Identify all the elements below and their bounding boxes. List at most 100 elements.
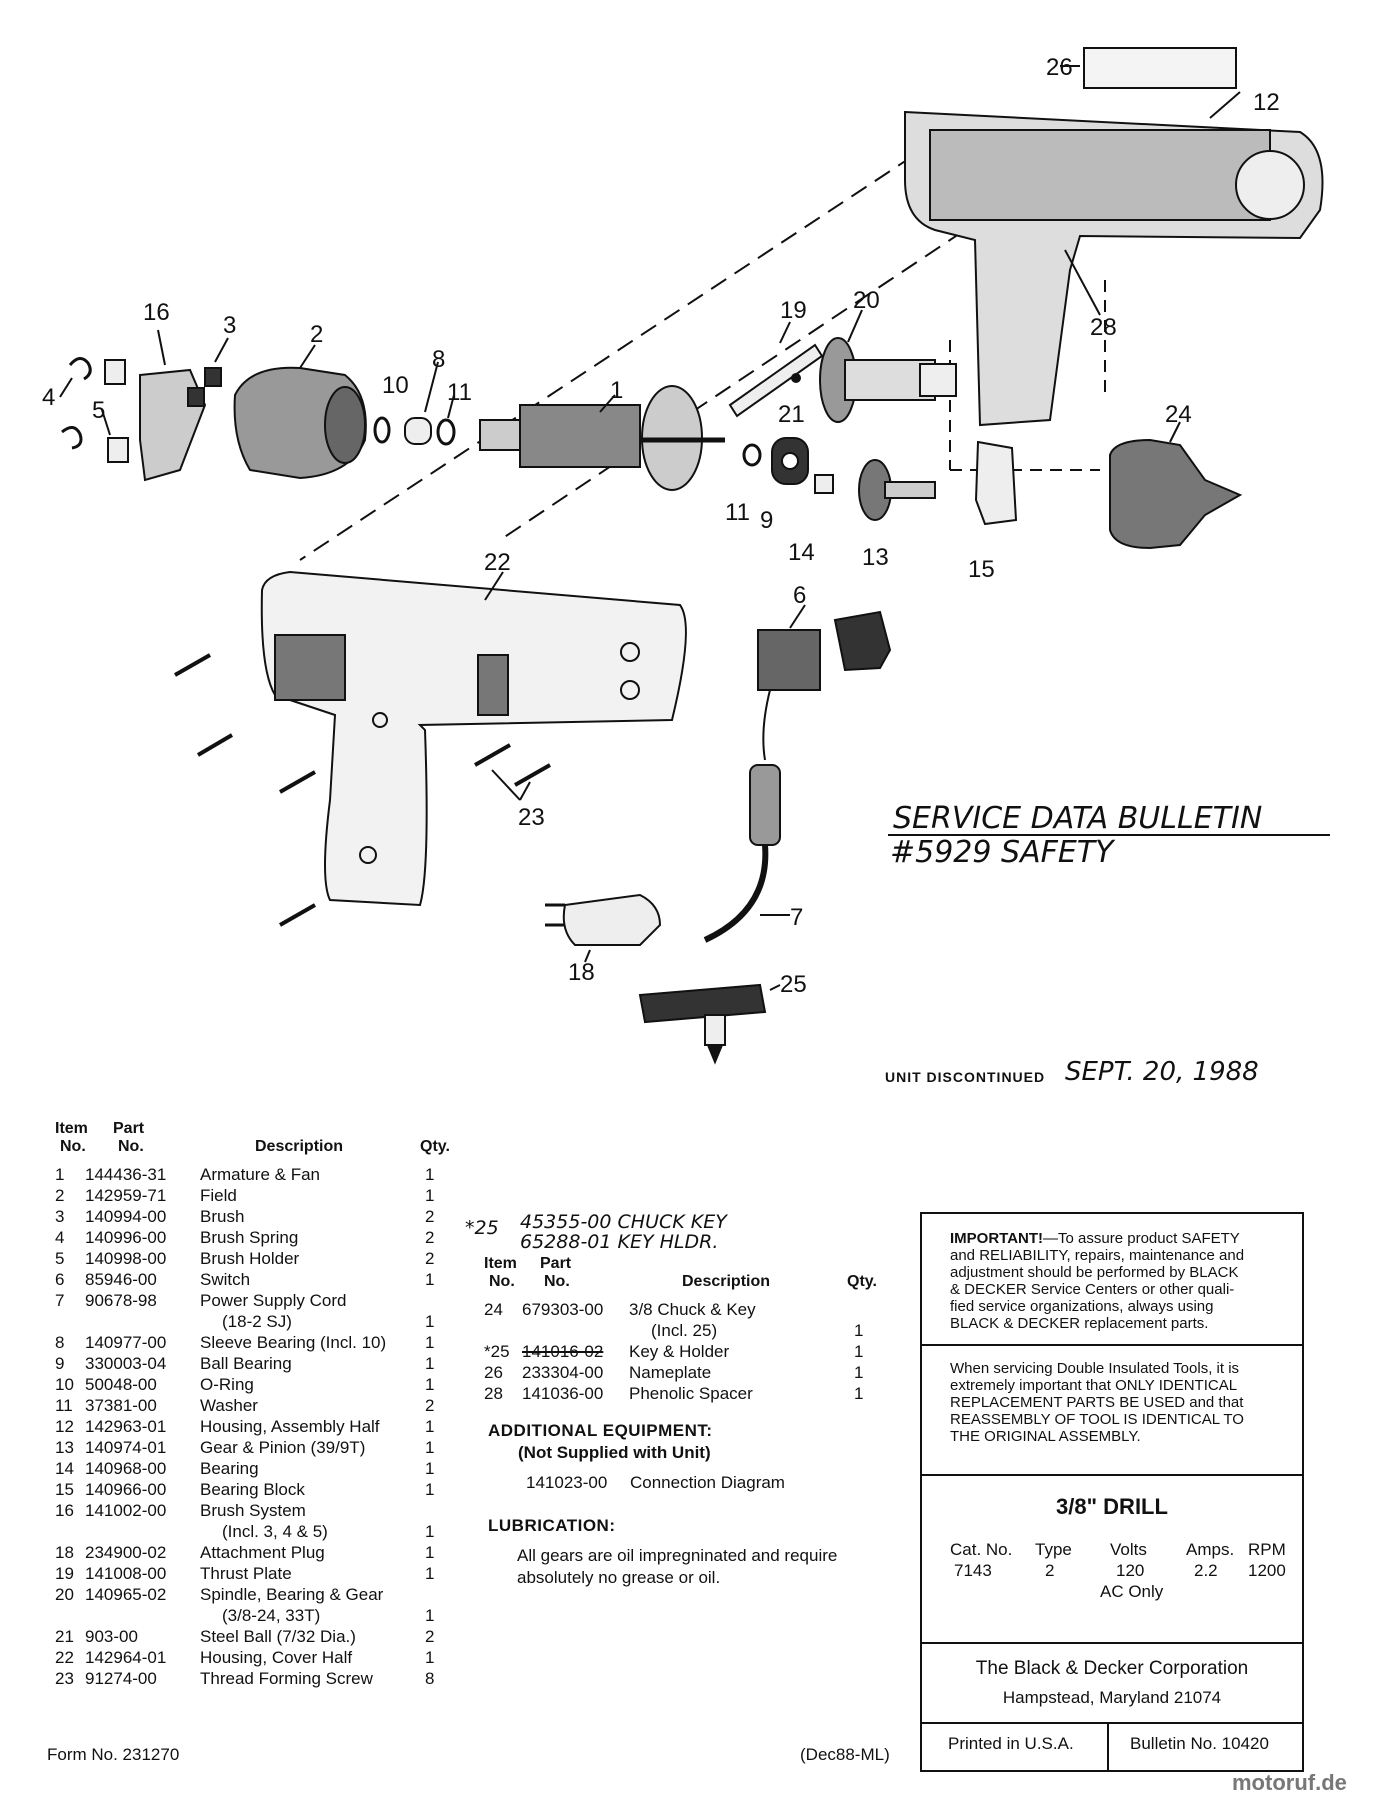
di-line-3: REASSEMBLY OF TOOL IS IDENTICAL TO xyxy=(950,1411,1244,1428)
important-line-5: BLACK & DECKER replacement parts. xyxy=(950,1315,1209,1332)
row-description: Bearing xyxy=(200,1459,259,1478)
row-item-no: 8 xyxy=(55,1333,65,1352)
row-description: Armature & Fan xyxy=(200,1165,320,1184)
spec-header-type: Type xyxy=(1035,1540,1072,1559)
di-line-4: THE ORIGINAL ASSEMBLY. xyxy=(950,1428,1141,1445)
row-description: (18-2 SJ) xyxy=(222,1312,292,1331)
header-item-top: Item xyxy=(55,1120,88,1137)
row-item-no: 12 xyxy=(55,1417,74,1436)
header-qty: Qty. xyxy=(420,1138,450,1155)
row-item-no: 10 xyxy=(55,1375,74,1394)
row-qty: 2 xyxy=(425,1249,435,1268)
note-item: *25 xyxy=(465,1217,499,1239)
bulletin-note-line1: SERVICE DATA BULLETIN xyxy=(893,801,1262,836)
row-part-no: 142959-71 xyxy=(85,1186,167,1205)
row-description: Housing, Assembly Half xyxy=(200,1417,380,1436)
lubrication: LUBRICATION: All gears are oil impregnin… xyxy=(488,1515,868,1589)
row-item-no: 6 xyxy=(55,1270,65,1289)
row-part-no: 142964-01 xyxy=(85,1648,167,1667)
spec-ac-only: AC Only xyxy=(1100,1582,1164,1601)
product-title: 3/8" DRILL xyxy=(1056,1494,1168,1519)
callout-4: 4 xyxy=(42,384,55,411)
callout-28: 28 xyxy=(1090,314,1117,341)
row-qty: 1 xyxy=(854,1321,864,1340)
bulletin-number: Bulletin No. 10420 xyxy=(1130,1734,1269,1753)
header-description-r: Description xyxy=(682,1273,771,1290)
info-box: IMPORTANT!—To assure product SAFETY and … xyxy=(920,1212,1304,1772)
row-part-no: 90678-98 xyxy=(85,1291,157,1310)
header-qty-r: Qty. xyxy=(847,1273,877,1290)
row-description: Key & Holder xyxy=(629,1342,730,1361)
di-line-1: extremely important that ONLY IDENTICAL xyxy=(950,1377,1238,1394)
row-item-no: 15 xyxy=(55,1480,74,1499)
spec-header-amps: Amps. xyxy=(1186,1540,1235,1559)
row-qty: 1 xyxy=(425,1564,435,1583)
row-item-no: 3 xyxy=(55,1207,65,1226)
callout-25: 25 xyxy=(780,971,807,998)
row-qty: 2 xyxy=(425,1396,435,1415)
watermark-logo: motoruf.de xyxy=(1232,1770,1347,1796)
lubrication-line1: All gears are oil impregninated and requ… xyxy=(517,1546,838,1565)
row-part-no: 141008-00 xyxy=(85,1564,167,1583)
row-part-no: 679303-00 xyxy=(522,1300,604,1319)
callout-19: 19 xyxy=(780,297,807,324)
row-part-no: 142963-01 xyxy=(85,1417,167,1436)
bulletin-note-line2: #5929 SAFETY xyxy=(890,835,1116,870)
row-item-no: *25 xyxy=(484,1342,510,1361)
row-part-no: 330003-04 xyxy=(85,1354,167,1373)
row-qty: 1 xyxy=(425,1522,435,1541)
callout-24: 24 xyxy=(1165,401,1192,428)
note-line2: 65288-01 KEY HLDR. xyxy=(520,1231,719,1253)
important-line-0: —To assure product SAFETY xyxy=(1043,1230,1240,1247)
row-description: Nameplate xyxy=(629,1363,712,1382)
row-item-no: 7 xyxy=(55,1291,65,1310)
row-qty: 1 xyxy=(425,1606,435,1625)
row-qty: 1 xyxy=(425,1312,435,1331)
header-item-bottom-r: No. xyxy=(489,1273,515,1290)
important-line-4: fied service organizations, always using xyxy=(950,1298,1214,1315)
row-part-no: 50048-00 xyxy=(85,1375,157,1394)
spec-value-volts: 120 xyxy=(1116,1561,1145,1580)
row-description: Attachment Plug xyxy=(200,1543,325,1562)
row-item-no: 5 xyxy=(55,1249,65,1268)
callout-11: 11 xyxy=(447,379,472,406)
row-item-no: 22 xyxy=(55,1648,74,1667)
callout-18: 18 xyxy=(568,959,595,986)
important-line-1: and RELIABILITY, repairs, maintenance an… xyxy=(950,1247,1245,1264)
row-qty: 1 xyxy=(425,1438,435,1457)
header-item-bottom: No. xyxy=(60,1138,86,1155)
row-item-no: 19 xyxy=(55,1564,74,1583)
watermark-text: motoruf.de xyxy=(1232,1770,1347,1795)
row-part-no: 91274-00 xyxy=(85,1669,157,1688)
header-part-top-r: Part xyxy=(540,1255,572,1272)
form-number: Form No. 231270 xyxy=(47,1745,180,1764)
callout-13: 13 xyxy=(862,544,889,571)
additional-equipment: ADDITIONAL EQUIPMENT: (Not Supplied with… xyxy=(488,1420,868,1494)
row-qty: 1 xyxy=(425,1459,435,1478)
discontinued-date: SEPT. 20, 1988 xyxy=(1065,1057,1259,1087)
row-description: Brush Spring xyxy=(200,1228,299,1247)
row-description: (Incl. 3, 4 & 5) xyxy=(222,1522,328,1541)
row-item-no: 4 xyxy=(55,1228,65,1247)
row-description: Brush Holder xyxy=(200,1249,300,1268)
row-qty: 2 xyxy=(425,1627,435,1646)
row-item-no: 21 xyxy=(55,1627,74,1646)
row-part-no: 141002-00 xyxy=(85,1501,167,1520)
date-code: (Dec88-ML) xyxy=(800,1745,890,1764)
row-description: Thread Forming Screw xyxy=(200,1669,373,1688)
row-part-no: 141036-00 xyxy=(522,1384,604,1403)
important-notice: IMPORTANT!—To assure product SAFETY and … xyxy=(950,1230,1290,1332)
di-line-0: When servicing Double Insulated Tools, i… xyxy=(950,1360,1240,1377)
di-line-2: REPLACEMENT PARTS BE USED and that xyxy=(950,1394,1244,1411)
